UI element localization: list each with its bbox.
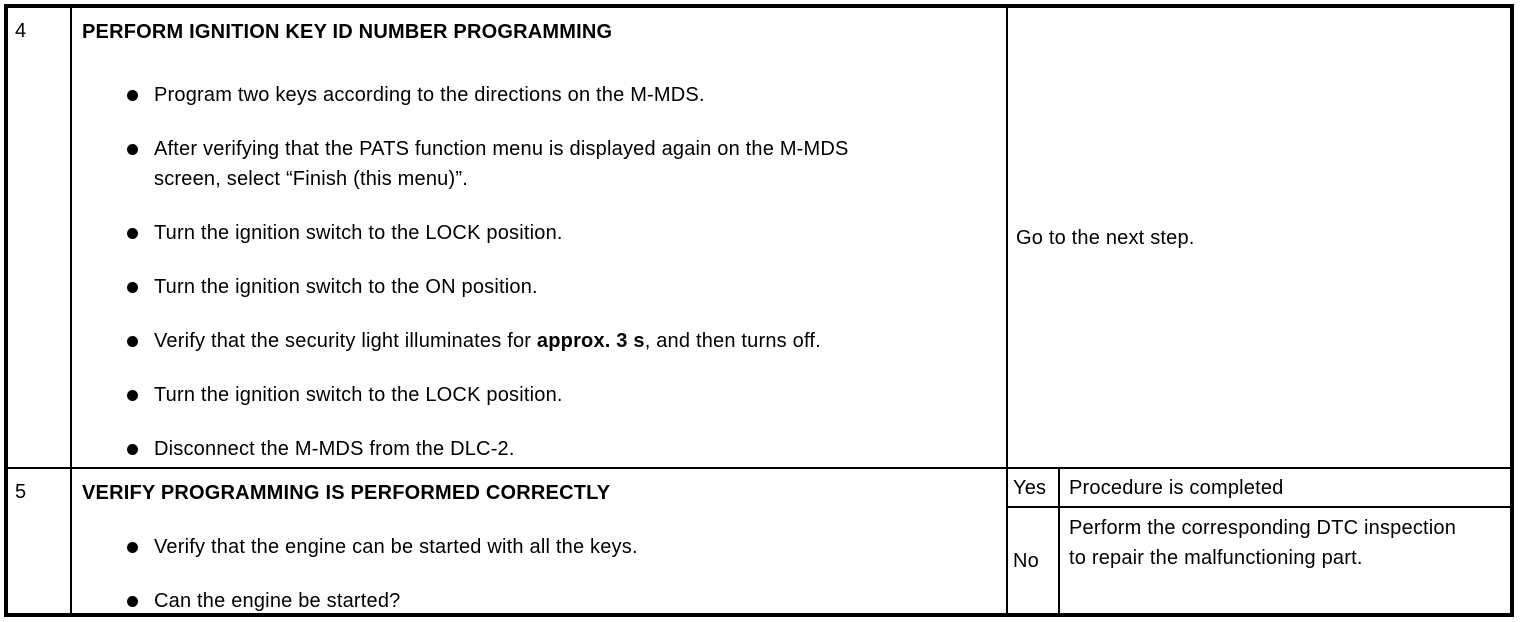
step-number: 5 (15, 481, 27, 503)
bullet-icon (127, 390, 138, 401)
list-item-text: Program two keys according to the direct… (154, 84, 705, 106)
action-title: VERIFY PROGRAMMING IS PERFORMED CORRECTL… (82, 482, 611, 504)
result-text-yes: Procedure is completed (1060, 469, 1510, 508)
list-item-text-post: , and then turns off. (644, 330, 821, 352)
list-item-text: Turn the ignition switch to the ON posit… (154, 276, 538, 298)
results-grid: Yes Procedure is completed No Perform th… (1008, 469, 1510, 613)
result-text: Go to the next step. (1016, 226, 1195, 249)
list-item-text-pre: Verify that the security light illuminat… (154, 330, 537, 352)
list-item-text: Disconnect the M-MDS from the DLC-2. (154, 438, 515, 460)
step-number: 4 (15, 20, 27, 42)
bullet-icon (127, 596, 138, 607)
action-cell: PERFORM IGNITION KEY ID NUMBER PROGRAMMI… (72, 8, 1008, 467)
action-bullet-list: Verify that the engine can be started wi… (82, 532, 996, 613)
bullet-icon (127, 228, 138, 239)
result-cell: Go to the next step. (1008, 8, 1510, 467)
bullet-icon (127, 336, 138, 347)
list-item: Program two keys according to the direct… (82, 80, 996, 110)
result-text-yes-value: Procedure is completed (1069, 476, 1284, 499)
result-text-no-value: Perform the corresponding DTC inspection… (1069, 517, 1457, 569)
list-item-text: Can the engine be started? (154, 590, 401, 612)
list-item: Verify that the engine can be started wi… (82, 532, 996, 562)
bullet-icon (127, 90, 138, 101)
list-item: Turn the ignition switch to the LOCK pos… (82, 218, 996, 248)
list-item-text: Turn the ignition switch to the LOCK pos… (154, 222, 563, 244)
table-row-step-5: 5 VERIFY PROGRAMMING IS PERFORMED CORREC… (8, 467, 1510, 613)
bullet-icon (127, 542, 138, 553)
action-title: PERFORM IGNITION KEY ID NUMBER PROGRAMMI… (82, 21, 613, 43)
list-item-text: Verify that the engine can be started wi… (154, 536, 638, 558)
action-cell: VERIFY PROGRAMMING IS PERFORMED CORRECTL… (72, 469, 1008, 613)
bullet-icon (127, 444, 138, 455)
list-item: Verify that the security light illuminat… (82, 326, 996, 356)
bullet-icon (127, 144, 138, 155)
list-item: After verifying that the PATS function m… (82, 134, 996, 194)
step-number-cell: 4 (8, 8, 72, 467)
step-number-cell: 5 (8, 469, 72, 613)
result-label-no: No (1008, 508, 1060, 613)
action-bullet-list: Program two keys according to the direct… (82, 80, 996, 464)
result-label-yes: Yes (1008, 469, 1060, 508)
bold-text: approx. 3 s (536, 330, 645, 352)
list-item: Turn the ignition switch to the LOCK pos… (82, 380, 996, 410)
result-text-no: Perform the corresponding DTC inspection… (1060, 508, 1510, 613)
results-cell: Yes Procedure is completed No Perform th… (1008, 469, 1510, 613)
procedure-table: 4 PERFORM IGNITION KEY ID NUMBER PROGRAM… (4, 4, 1514, 617)
list-item: Can the engine be started? (82, 586, 996, 613)
list-item-text: Verify that the security light illuminat… (154, 326, 821, 356)
bullet-icon (127, 282, 138, 293)
list-item: Disconnect the M-MDS from the DLC-2. (82, 434, 996, 464)
list-item-text: After verifying that the PATS function m… (154, 138, 849, 190)
list-item-text: Turn the ignition switch to the LOCK pos… (154, 384, 563, 406)
list-item: Turn the ignition switch to the ON posit… (82, 272, 996, 302)
table-row-step-4: 4 PERFORM IGNITION KEY ID NUMBER PROGRAM… (8, 8, 1510, 467)
